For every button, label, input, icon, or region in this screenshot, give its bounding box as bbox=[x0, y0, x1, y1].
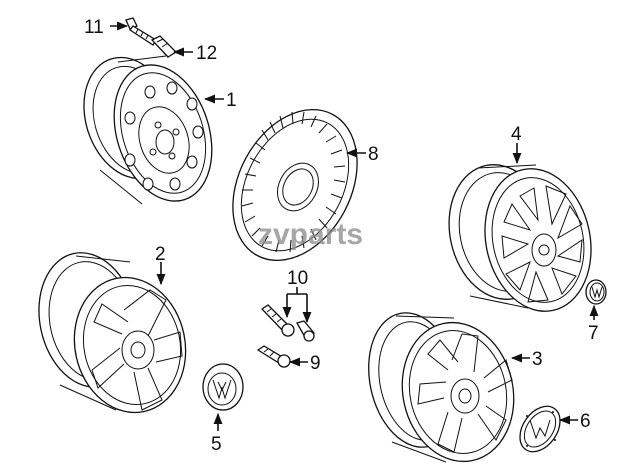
wheel-cover bbox=[232, 108, 358, 262]
bolt-part-11 bbox=[125, 17, 157, 46]
callout-labels: 1 2 3 4 5 6 7 8 9 10 11 12 bbox=[84, 17, 599, 455]
valve-stem-part-12 bbox=[150, 35, 178, 58]
callout-6: 6 bbox=[580, 411, 591, 432]
callout-3: 3 bbox=[532, 349, 543, 370]
leader-lines bbox=[110, 21, 599, 431]
callout-10: 10 bbox=[287, 268, 308, 289]
alloy-wheel-part-3 bbox=[368, 312, 515, 463]
callout-4: 4 bbox=[511, 124, 522, 145]
callout-5: 5 bbox=[211, 434, 222, 455]
alloy-wheel-part-2 bbox=[38, 252, 187, 414]
center-cap-part-7 bbox=[585, 279, 607, 305]
nut-part-10 bbox=[296, 320, 315, 342]
bolt-part-10 bbox=[260, 304, 295, 337]
callout-12: 12 bbox=[196, 43, 217, 64]
watermark-text: zvparts bbox=[258, 218, 363, 251]
callout-11: 11 bbox=[84, 17, 104, 38]
center-cap-part-5 bbox=[202, 363, 244, 411]
callout-9: 9 bbox=[310, 353, 321, 374]
center-cap-part-6 bbox=[519, 405, 561, 453]
alloy-wheel-part-4 bbox=[448, 164, 592, 312]
steel-wheel bbox=[83, 55, 213, 205]
callout-7: 7 bbox=[588, 323, 599, 344]
bolt-part-9 bbox=[256, 345, 291, 368]
callout-2: 2 bbox=[155, 244, 166, 265]
callout-8: 8 bbox=[368, 144, 379, 165]
callout-1: 1 bbox=[226, 90, 237, 111]
